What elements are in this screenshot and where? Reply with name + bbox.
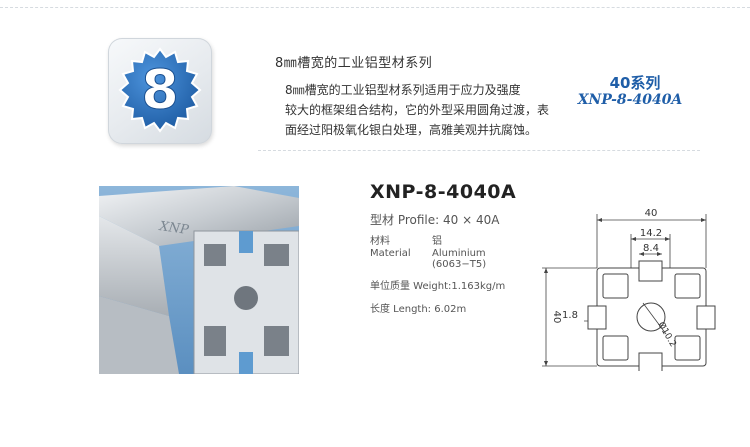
weight-spec: 单位质量 Weight:1.163kg/m: [370, 281, 506, 292]
product-name: XNP-8-4040A: [370, 181, 517, 203]
section-bore: [636, 302, 666, 332]
product-photo: XNP: [99, 186, 299, 374]
series-code: 40系列: [609, 74, 661, 92]
end-face-bore: [234, 286, 258, 310]
end-face-slot: [264, 244, 289, 266]
arrow-head: [544, 268, 548, 273]
description-line: 较大的框架组合结构，它的外型采用圆角过渡，表: [285, 103, 550, 117]
end-face-slot: [204, 326, 226, 356]
profile-engraving: XNP: [157, 219, 189, 238]
section-slot: [638, 352, 663, 371]
end-face-slot: [239, 231, 253, 253]
length-spec: 长度 Length: 6.02m: [370, 304, 467, 315]
series-title: 8㎜槽宽的工业铝型材系列: [275, 56, 433, 71]
arrow-head: [657, 252, 662, 256]
material-grade: (6063−T5): [432, 259, 487, 270]
end-face-slot: [239, 352, 253, 374]
series-model: XNP-8-4040A: [577, 92, 683, 108]
material-value-en: Aluminium: [432, 248, 486, 259]
section-slot: [587, 305, 607, 330]
end-face-slot: [264, 326, 289, 356]
material-label-cn: 材料: [370, 236, 390, 247]
section-cavity: [602, 273, 629, 299]
arrow-head: [639, 252, 644, 256]
dim-text-slot-inner: 8.4: [643, 243, 659, 254]
description-line: 面经过阳极氧化银白处理，高雅美观并抗腐蚀。: [285, 123, 538, 137]
series-description: 8㎜槽宽的工业铝型材系列适用于应力及强度 较大的框架组合结构，它的外型采用圆角过…: [285, 80, 565, 140]
product-profile: 型材 Profile: 40 × 40A: [370, 213, 500, 227]
arrow-head: [631, 237, 636, 241]
dim-text-slot-outer: 14.2: [640, 228, 662, 239]
badge-number: 8: [141, 58, 179, 121]
dim-text-width: 40: [645, 208, 658, 219]
arrow-head: [701, 218, 706, 222]
dim-text-height: 40: [551, 311, 562, 324]
section-cavity: [674, 273, 701, 299]
description-line: 8㎜槽宽的工业铝型材系列适用于应力及强度: [285, 83, 521, 97]
top-divider: [0, 7, 750, 8]
series-number-badge: 8: [118, 47, 202, 133]
arrow-head: [665, 237, 670, 241]
section-slot: [638, 260, 663, 282]
section-slot: [696, 305, 716, 330]
dim-text-wall: 1.8: [562, 310, 578, 321]
profile-side-face: [99, 216, 169, 316]
arrow-head: [597, 218, 602, 222]
arrow-head: [544, 361, 548, 366]
section-cavity: [674, 335, 701, 361]
technical-drawing: 40 14.2 8.4 40 1.8 Ø10.2: [542, 208, 716, 371]
section-cavity: [602, 335, 629, 361]
material-label-en: Material: [370, 248, 411, 259]
profile-lower-face: [99, 296, 179, 374]
material-value-cn: 铝: [432, 236, 442, 247]
aluminium-profile-image: XNP: [99, 186, 299, 374]
end-face-slot: [204, 244, 226, 266]
badge-starburst-shape: [118, 47, 202, 133]
middle-divider: [258, 150, 700, 151]
bore-leader: [642, 302, 667, 335]
